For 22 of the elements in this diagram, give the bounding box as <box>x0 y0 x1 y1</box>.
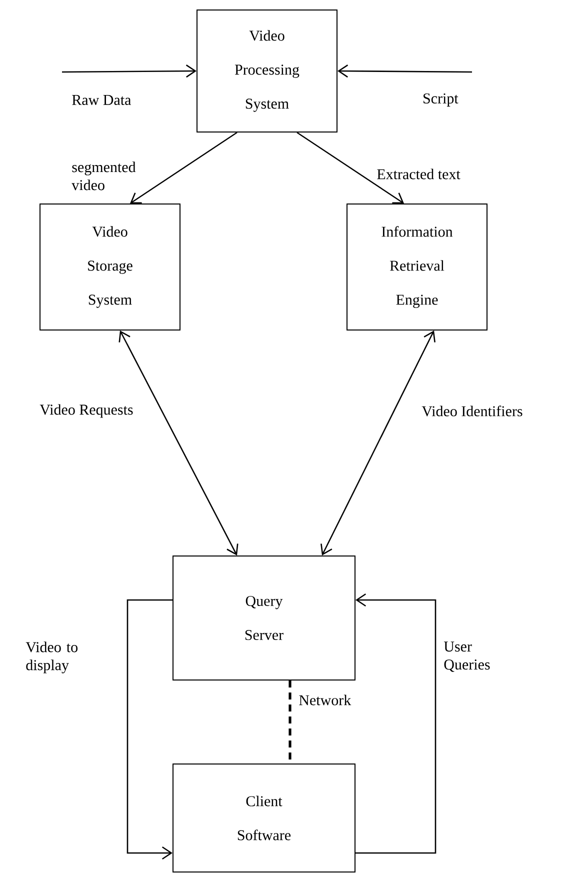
edge-label: Extracted text <box>377 168 460 180</box>
edge-label: Network <box>299 694 352 706</box>
process-box: Video Storage System <box>40 204 180 330</box>
edge-label: Video to display <box>26 642 78 674</box>
arrow <box>356 593 436 854</box>
arrow <box>130 132 238 204</box>
edge-label: Video Requests <box>40 404 133 418</box>
edge-label: Video Identifiers <box>422 406 522 416</box>
edge-label: Script <box>424 93 458 107</box>
arrow <box>296 132 404 204</box>
arrow <box>338 64 472 78</box>
arrow <box>320 330 436 556</box>
process-box: Query Server <box>172 556 356 680</box>
process-box: Video Processing System <box>196 10 338 132</box>
process-box: Client Software <box>172 764 356 872</box>
edge-label: Raw Data <box>72 95 131 105</box>
arrow <box>62 64 196 78</box>
arrow <box>126 599 172 860</box>
edge-label: User Queries <box>444 642 490 672</box>
edge-label: segmented video <box>72 162 136 190</box>
process-box: Information Retrieval Engine <box>346 204 488 330</box>
arrow <box>118 330 238 556</box>
